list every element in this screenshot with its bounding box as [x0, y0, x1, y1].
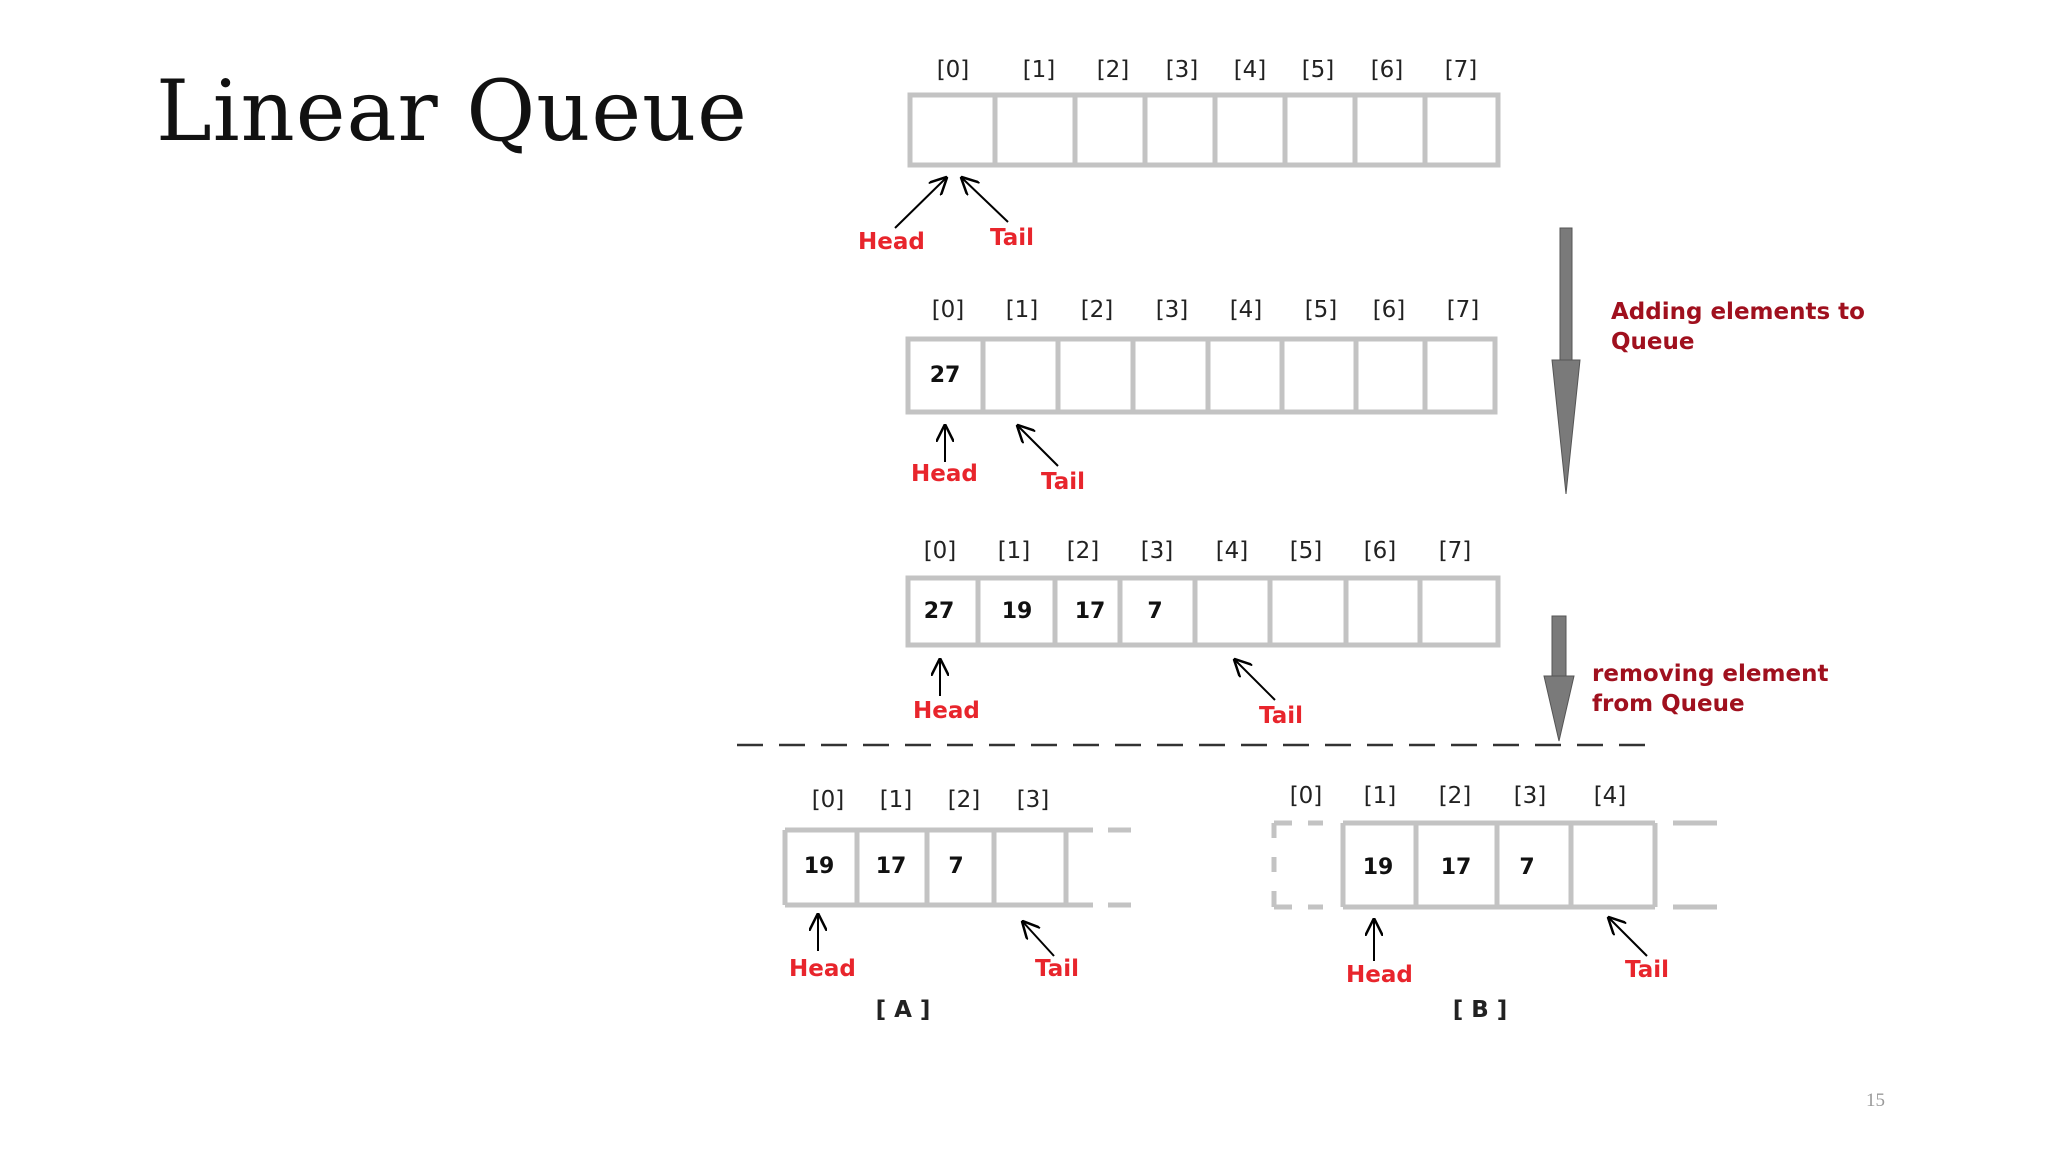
- head-label: Head: [858, 229, 925, 255]
- cell-value: 7: [948, 854, 963, 879]
- index-label: [0]: [1290, 783, 1323, 809]
- cell-value: 27: [930, 363, 961, 388]
- removing-annotation-line1: removing element: [1592, 661, 1828, 687]
- index-label: [0]: [937, 57, 970, 83]
- index-label: [6]: [1371, 57, 1404, 83]
- index-label: [4]: [1234, 57, 1267, 83]
- cell-value: 17: [876, 854, 907, 879]
- index-label: [4]: [1230, 297, 1263, 323]
- head-label: Head: [913, 698, 980, 724]
- head-label: Head: [911, 461, 978, 487]
- index-label: [3]: [1156, 297, 1189, 323]
- caption-a: [ A ]: [876, 997, 931, 1023]
- queue-outer-box: [905, 336, 1498, 415]
- index-label: [1]: [1006, 297, 1039, 323]
- tail-pointer-arrow: [1235, 660, 1276, 701]
- tail-label: Tail: [1041, 469, 1085, 495]
- cell-value: 19: [804, 854, 835, 879]
- adding-annotation-line1: Adding elements to: [1611, 299, 1865, 325]
- index-label: [3]: [1514, 783, 1547, 809]
- index-label: [1]: [1023, 57, 1056, 83]
- index-label: [2]: [1081, 297, 1114, 323]
- cell-value: 17: [1075, 599, 1106, 624]
- adding-flow-arrow: [1551, 227, 1581, 495]
- removing-annotation-line2: from Queue: [1592, 691, 1745, 717]
- tail-pointer-arrow: [1023, 922, 1055, 957]
- tail-label: Tail: [1259, 703, 1303, 729]
- index-label: [6]: [1364, 538, 1397, 564]
- index-label: [1]: [998, 538, 1031, 564]
- head-pointer-arrow: [894, 178, 946, 229]
- queue-outer-box: [907, 92, 1501, 168]
- index-label: [1]: [1364, 783, 1397, 809]
- tail-pointer-arrow: [1018, 426, 1059, 467]
- caption-b: [ B ]: [1453, 997, 1508, 1023]
- index-label: [0]: [924, 538, 957, 564]
- tail-label: Tail: [1625, 957, 1669, 983]
- index-label: [4]: [1216, 538, 1249, 564]
- slide-title: Linear Queue: [156, 62, 748, 160]
- head-label: Head: [1346, 962, 1413, 988]
- queue-after-adds: [0] [1] [2] [3] [4] [5] [6] [7] 27 19 17…: [905, 538, 1501, 729]
- head-label: Head: [789, 956, 856, 982]
- queue-after-first-add: [0] [1] [2] [3] [4] [5] [6] [7] 27 Head …: [905, 297, 1498, 495]
- tail-label: Tail: [1035, 956, 1079, 982]
- cell-value: 19: [1363, 855, 1394, 880]
- cell-value: 27: [924, 599, 955, 624]
- queue-option-b: [0] [1] [2] [3] [4] 19 17 7 Head Tail [ …: [1271, 783, 1717, 1023]
- cell-value: 7: [1519, 855, 1534, 880]
- index-label: [4]: [1594, 783, 1627, 809]
- cell-value: 7: [1147, 599, 1162, 624]
- slide-number: 15: [1866, 1090, 1885, 1111]
- adding-annotation-line2: Queue: [1611, 329, 1695, 355]
- index-label: [0]: [932, 297, 965, 323]
- cell-value: 17: [1441, 855, 1472, 880]
- index-label: [1]: [880, 787, 913, 813]
- index-label: [5]: [1305, 297, 1338, 323]
- cell-value: 19: [1002, 599, 1033, 624]
- index-label: [3]: [1017, 787, 1050, 813]
- index-label: [2]: [948, 787, 981, 813]
- queue-outer-box: [905, 575, 1501, 648]
- index-label: [2]: [1067, 538, 1100, 564]
- index-label: [7]: [1447, 297, 1480, 323]
- index-label: [7]: [1445, 57, 1478, 83]
- index-label: [7]: [1439, 538, 1472, 564]
- removing-flow-arrow: [1543, 615, 1575, 742]
- tail-pointer-arrow: [1609, 918, 1648, 957]
- index-label: [5]: [1302, 57, 1335, 83]
- index-label: [5]: [1290, 538, 1323, 564]
- index-label: [0]: [812, 787, 845, 813]
- index-label: [3]: [1141, 538, 1174, 564]
- index-label: [3]: [1166, 57, 1199, 83]
- tail-pointer-arrow: [962, 178, 1009, 223]
- index-label: [2]: [1097, 57, 1130, 83]
- index-label: [2]: [1439, 783, 1472, 809]
- index-label: [6]: [1373, 297, 1406, 323]
- queue-empty: [0] [1] [2] [3] [4] [5] [6] [7] Head Tai…: [858, 57, 1501, 255]
- tail-label: Tail: [990, 225, 1034, 251]
- queue-option-a: [0] [1] [2] [3] 19 17 7 Head Tail [ A ]: [782, 787, 1131, 1023]
